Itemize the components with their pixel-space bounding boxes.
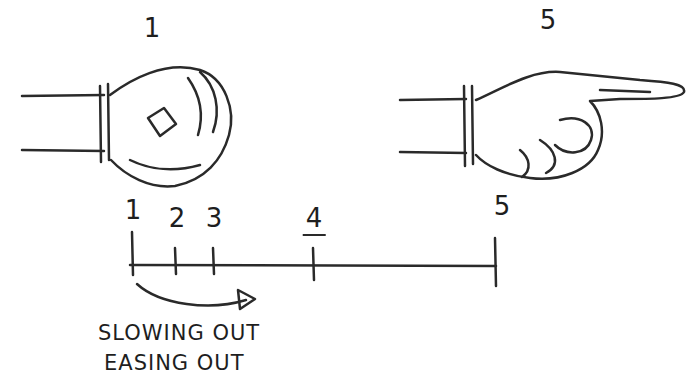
pose-number: 5 xyxy=(540,6,557,35)
pose-number: 1 xyxy=(144,14,161,43)
timeline xyxy=(130,232,496,286)
easing-arrow xyxy=(137,284,255,309)
tick-number: 3 xyxy=(206,204,223,233)
tick-number: 1 xyxy=(125,196,142,225)
note-text: EASING OUT xyxy=(104,352,245,375)
fist-drawing xyxy=(22,67,231,186)
tick-number: 4 xyxy=(303,204,326,236)
tick-number: 2 xyxy=(169,204,186,233)
pointing-hand-drawing xyxy=(400,72,684,179)
tick-number: 5 xyxy=(494,192,511,221)
note-text: SLOWING OUT xyxy=(98,322,260,345)
